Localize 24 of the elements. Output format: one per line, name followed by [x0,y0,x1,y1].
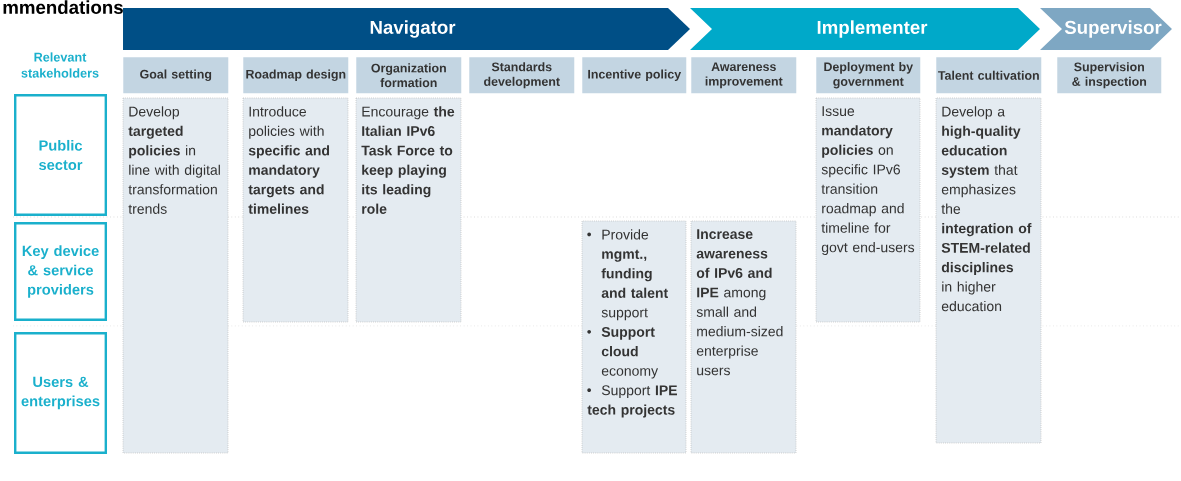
recommendation-box: Issue mandatory policies on specific IPv6 transition roadmap and timeline for govt end-users [815,97,921,323]
column-header: Roadmap design [243,57,349,94]
column-header: Talent cultivation [936,57,1042,94]
recommendation-box: Introduce policies with specific and mandatory targets and timelines [242,97,349,323]
recommendation-box: Develop a high-quality education system that emphasizes the integration of STEM-related disciplines in higher education [935,97,1042,444]
column-label: Relevant stakeholders [21,52,99,78]
title: mmendations [3,0,123,14]
stakeholder-box: Users & enterprises [14,332,107,454]
column-header: Standards development [469,57,575,94]
chevron-banner: Navigator [123,8,690,50]
column-header: Supervision & inspection [1057,57,1162,94]
stakeholder-box: Public sector [14,94,107,216]
column-header: Awareness improvement [691,57,797,94]
recommendation-box: Develop targeted policies in line with digital transformation trends [122,97,229,454]
stakeholder-box: Key device & service providers [14,222,107,321]
chevron-banner: Implementer [690,8,1040,50]
recommendation-box: Provide mgmt., funding and talent support Support cloud economy Support IPE tech projects [581,220,687,454]
column-header: Deployment by government [816,57,921,94]
recommendation-box: Encourage the Italian IPv6 Task Force to keep playing its leading role [355,97,462,323]
recommendation-box: Increase awareness of IPv6 and IPE among small and medium-sized enterprise users [690,220,797,454]
column-header: Incentive policy [582,57,687,94]
chevron-banner: Supervisor [1040,8,1172,50]
column-header: Goal setting [123,57,229,94]
column-header: Organization formation [356,57,462,94]
